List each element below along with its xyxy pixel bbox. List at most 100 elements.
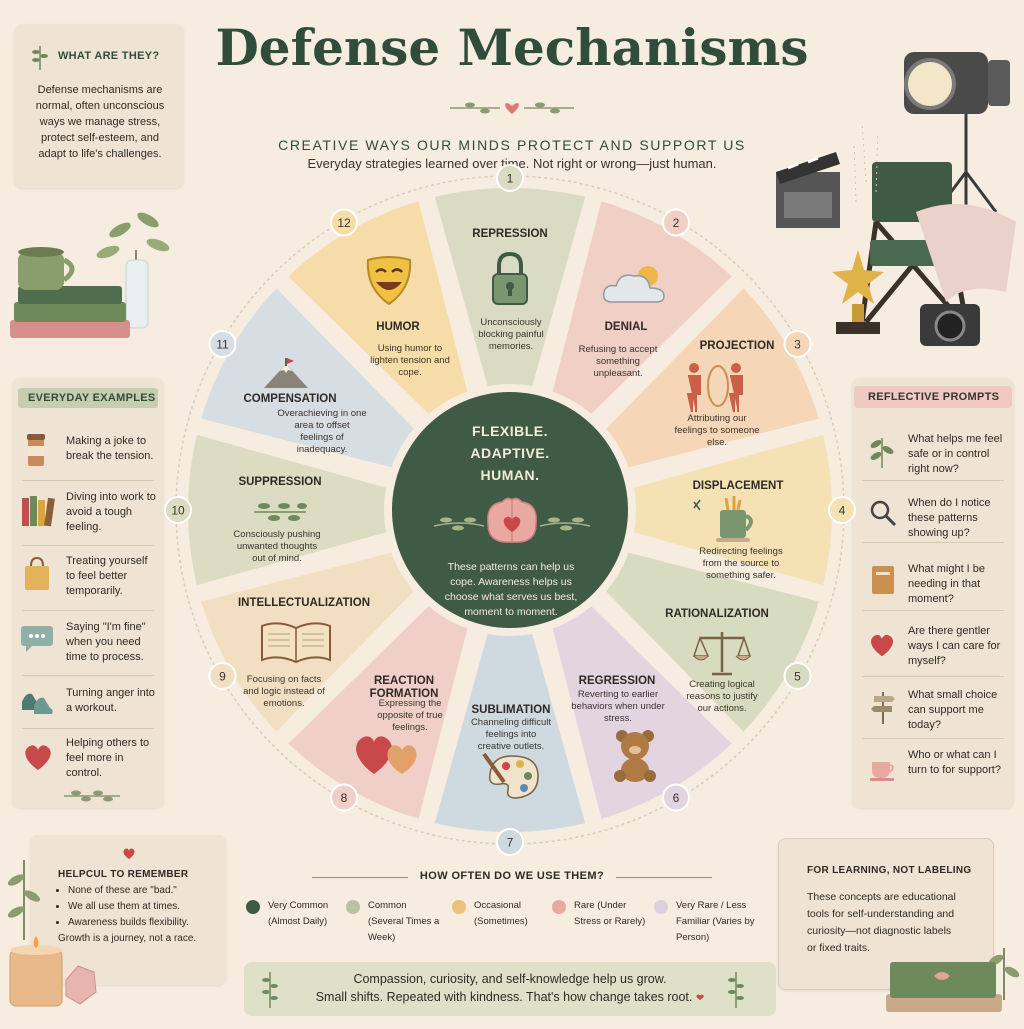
sneakers-icon [20, 688, 56, 721]
mechanism-name: HUMOR [376, 321, 420, 333]
center-flexible: FLEXIBLE. [471, 423, 549, 439]
subtitle: CREATIVE WAYS OUR MINDS PROTECT AND SUPP… [278, 137, 746, 153]
books-icon [20, 492, 56, 533]
examples-divider-1 [22, 480, 154, 481]
mechanism-name: PROJECTION [700, 340, 775, 352]
legend-label: Common (Several Times a Week) [368, 900, 440, 943]
examples-divider-4 [22, 675, 154, 676]
legend-swatch [346, 900, 360, 914]
example-text: Treating yourself to feel better tempora… [66, 555, 148, 597]
for-learning-heading: FOR LEARNING, NOT LABELING [807, 865, 972, 876]
list-item: When do I notice these patterns showing … [852, 494, 1014, 540]
list-item: What might I be needing in that moment? [852, 560, 1014, 606]
sprig-icon [262, 968, 278, 1013]
sprig-icon [728, 968, 744, 1013]
book-illustration [880, 940, 1020, 1024]
number-badge-label: 1 [507, 172, 514, 186]
number-badge [496, 828, 524, 856]
helpful-list: None of these are "bad." We all use them… [32, 883, 258, 947]
list-item: None of these are "bad." [68, 883, 258, 899]
footer-line-2-text: Small shifts. Repeated with kindness. Th… [315, 990, 693, 1004]
helpful-to-remember-card: HELPCUL TO REMEMBER None of these are "b… [30, 835, 226, 985]
signpost-icon [870, 688, 896, 729]
number-badge-label: 11 [216, 338, 229, 352]
journal-icon [870, 564, 896, 601]
example-text: Making a joke to break the tension. [66, 435, 154, 462]
mechanism-name: COMPENSATION [243, 393, 336, 405]
number-badge-label: 2 [673, 216, 680, 230]
reflective-prompts-card: REFLECTIVE PROMPTS What helps me feel sa… [852, 378, 1014, 808]
shopping-bag-icon [22, 556, 52, 597]
list-item: What helps me feel safe or in control ri… [852, 430, 1014, 478]
reflective-heading: REFLECTIVE PROMPTS [868, 391, 1000, 403]
number-badge-label: 4 [839, 504, 846, 518]
everyday-examples-heading-band [18, 388, 158, 408]
footer-line-2: Small shifts. Repeated with kindness. Th… [244, 990, 776, 1004]
mug-and-books-illustration [8, 190, 188, 360]
number-badge [208, 330, 237, 358]
title-ornament [440, 98, 584, 118]
number-badge [164, 496, 192, 524]
prompt-text: What helps me feel safe or in control ri… [908, 433, 1003, 475]
number-badge-label: 7 [507, 836, 514, 850]
helpful-heading: HELPCUL TO REMEMBER [58, 869, 189, 880]
examples-divider-2 [22, 545, 154, 546]
segment-reaction-formation [288, 606, 468, 819]
segment-denial [552, 201, 732, 414]
mechanism-name: REPRESSION [472, 228, 547, 240]
frequency-legend: Very Common (Almost Daily) Common (Sever… [246, 898, 776, 948]
list-item: Treating yourself to feel better tempora… [12, 554, 164, 604]
prompt-text: Who or what can I turn to for support? [908, 749, 1001, 776]
legend-label: Very Rare / Less Familiar (Varies by Per… [676, 900, 755, 943]
legend-swatch [452, 900, 466, 914]
mechanism-name: REGRESSION [579, 675, 656, 687]
prompts-divider-1 [862, 480, 1004, 481]
prompts-divider-5 [862, 738, 1004, 739]
footer-banner [244, 962, 776, 1016]
number-badge [783, 330, 812, 358]
legend-label: Very Common (Almost Daily) [268, 900, 329, 927]
teacup-icon [868, 754, 898, 787]
segment-sublimation [434, 634, 586, 832]
prompts-divider-2 [862, 542, 1004, 543]
mechanism-name: RATIONALIZATION [665, 608, 769, 620]
number-badge [783, 662, 812, 690]
list-item: Who or what can I turn to for support? [852, 748, 1014, 794]
everyday-examples-heading: EVERYDAY EXAMPLES [28, 392, 156, 404]
heart-icon [22, 742, 54, 777]
legend-label: Rare (Under Stress or Rarely) [574, 900, 646, 927]
tagline: Everyday strategies learned over time. N… [307, 156, 717, 171]
examples-divider-3 [22, 610, 154, 611]
list-item: Are there gentler ways I can care for my… [852, 624, 1014, 672]
what-are-they-heading: WHAT ARE THEY? [58, 50, 160, 62]
film-set-illustration [766, 22, 1018, 358]
segment-regression [552, 606, 732, 819]
sprig-icon [32, 42, 48, 75]
center-adaptive: ADAPTIVE. [470, 445, 550, 461]
magnifier-icon [868, 498, 898, 533]
list-item: Saying "I'm fine" when you need time to … [12, 620, 164, 670]
frequency-heading: HOW OFTEN DO WE USE THEM? [419, 870, 605, 882]
number-badge-label: 12 [337, 216, 351, 230]
frequency-rule-left [312, 877, 408, 878]
mechanism-name: DISPLACEMENT [693, 480, 784, 492]
number-badge [496, 164, 524, 192]
prompts-divider-4 [862, 676, 1004, 677]
coffee-cup-icon [24, 432, 48, 473]
mechanism-name: SUBLIMATION [471, 704, 550, 716]
mechanism-name: INTELLECTUALIZATION [238, 597, 370, 609]
number-badge-label: 5 [794, 670, 801, 684]
number-badge-label: 9 [219, 670, 226, 684]
speech-bubble-icon [20, 624, 54, 659]
center-description: These patterns can help us cope. Awarene… [444, 561, 578, 618]
legend-swatch [654, 900, 668, 914]
number-badge [828, 496, 856, 524]
